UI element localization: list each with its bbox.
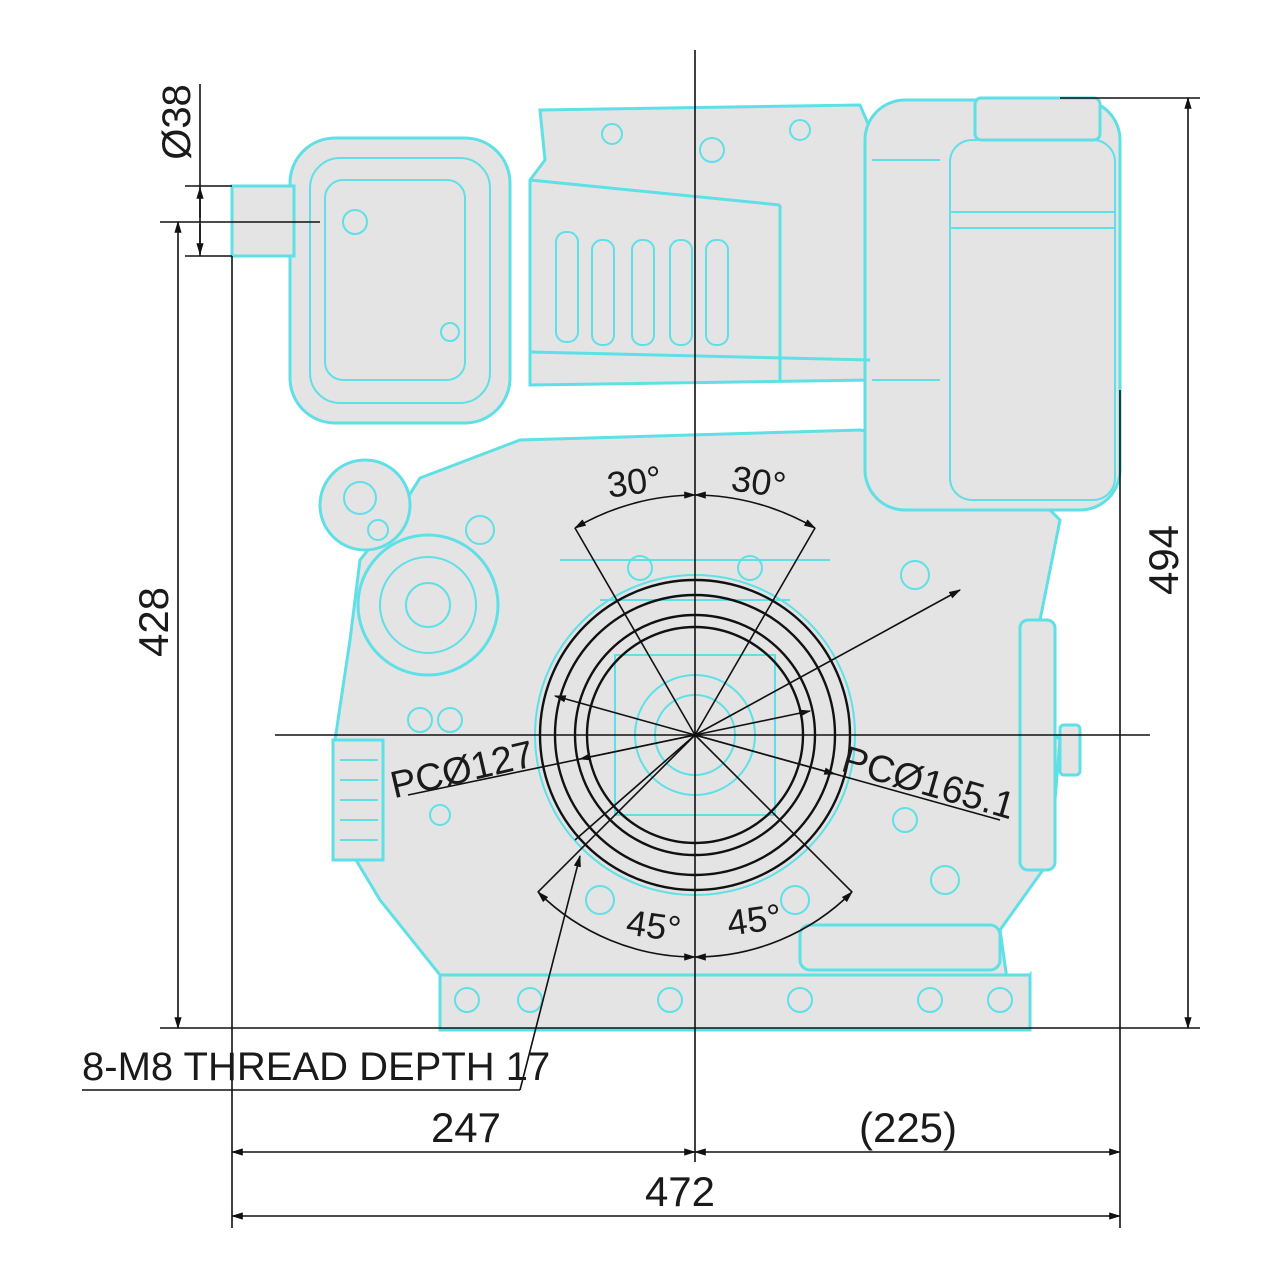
air-intake (230, 184, 296, 258)
cylinder-head (528, 103, 877, 387)
cooling-fins (555, 231, 729, 346)
label-angle-bottom-left: 45° (624, 902, 684, 950)
labels: Ø38 428 494 247 (225) 472 30° 30° 45° 45… (82, 84, 1187, 1215)
pcd-127-circle (573, 613, 817, 857)
label-472: 472 (645, 1168, 715, 1215)
fuel-tank (863, 98, 1122, 512)
arc-45-right (693, 891, 853, 961)
label-angle-bottom-right: 45° (724, 896, 784, 944)
air-cleaner (288, 136, 512, 425)
fuel-cap (973, 96, 1102, 142)
pcd-outer-circle (538, 578, 852, 892)
label-shaft-diameter: Ø38 (155, 84, 199, 160)
arc-30-left (573, 491, 697, 529)
flange-circles (538, 578, 852, 892)
label-angle-top-left: 30° (604, 458, 664, 506)
angle-lines (407, 491, 1001, 961)
arc-30-right (693, 491, 817, 529)
label-225: (225) (859, 1104, 957, 1151)
thread-note-leader (519, 854, 581, 1091)
engine-outline (230, 96, 1122, 1032)
spigot-circle (585, 625, 805, 845)
arc-45-left (537, 891, 697, 961)
label-428: 428 (130, 587, 177, 657)
label-thread-note: 8-M8 THREAD DEPTH 17 (82, 1045, 550, 1089)
label-494: 494 (1140, 525, 1187, 595)
pcd-165-circle (553, 593, 837, 877)
label-247: 247 (431, 1104, 501, 1151)
label-angle-top-right: 30° (729, 458, 789, 506)
linear-dimensions (82, 84, 1200, 1228)
pulley (356, 533, 500, 677)
